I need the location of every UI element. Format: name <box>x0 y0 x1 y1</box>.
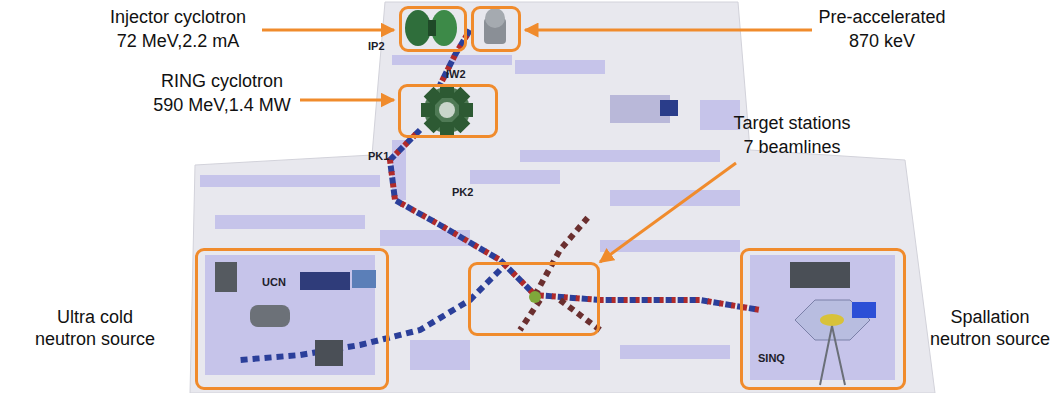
ucn-equipment <box>215 262 376 366</box>
callout-heading: RING cyclotron <box>161 70 283 92</box>
area-label: PK1 <box>368 150 389 162</box>
callout-value: 590 MeV,1.4 MW <box>153 94 290 116</box>
callout-value: 7 beamlines <box>743 136 840 158</box>
callout-arrow <box>600 163 736 262</box>
highlight-box: Target stations7 beamlines <box>468 262 600 336</box>
callout-arrow <box>262 29 394 32</box>
highlight-box: Pre-accelerated870 keV <box>471 6 521 52</box>
corridors <box>200 55 895 380</box>
callout-arrow <box>300 99 394 102</box>
callout-heading: Spallation neutron source <box>922 306 1058 350</box>
callout-arrow <box>525 29 812 32</box>
injector-cyclotron <box>405 10 457 46</box>
callout-heading: Ultra cold neutron source <box>27 306 163 350</box>
highlight-box: RING cyclotron590 MeV,1.4 MW <box>398 84 498 138</box>
callout-value: 72 MeV,2.2 mA <box>117 30 239 52</box>
highlight-box: Injector cyclotron72 MeV,2.2 mA <box>399 6 467 52</box>
pre-accelerator <box>484 8 506 44</box>
target-station <box>529 291 541 303</box>
callout-heading: Target stations <box>733 112 850 134</box>
ring-cyclotron <box>421 84 473 136</box>
area-label: UCN <box>262 276 286 288</box>
callout-heading: Injector cyclotron <box>110 6 246 28</box>
callout-value: 870 keV <box>849 30 915 52</box>
highlight-box: Ultra cold neutron source <box>195 248 389 390</box>
area-label: PK2 <box>452 186 473 198</box>
building-blocks <box>610 95 678 123</box>
callout-heading: Pre-accelerated <box>818 6 945 28</box>
sinq-source <box>790 262 876 385</box>
floor-plan <box>190 2 935 393</box>
area-label: IW2 <box>446 68 466 80</box>
area-label: SINQ <box>758 352 785 364</box>
highlight-box: Spallation neutron source <box>740 248 906 390</box>
area-label: IP2 <box>368 40 385 52</box>
beamline <box>240 30 760 360</box>
